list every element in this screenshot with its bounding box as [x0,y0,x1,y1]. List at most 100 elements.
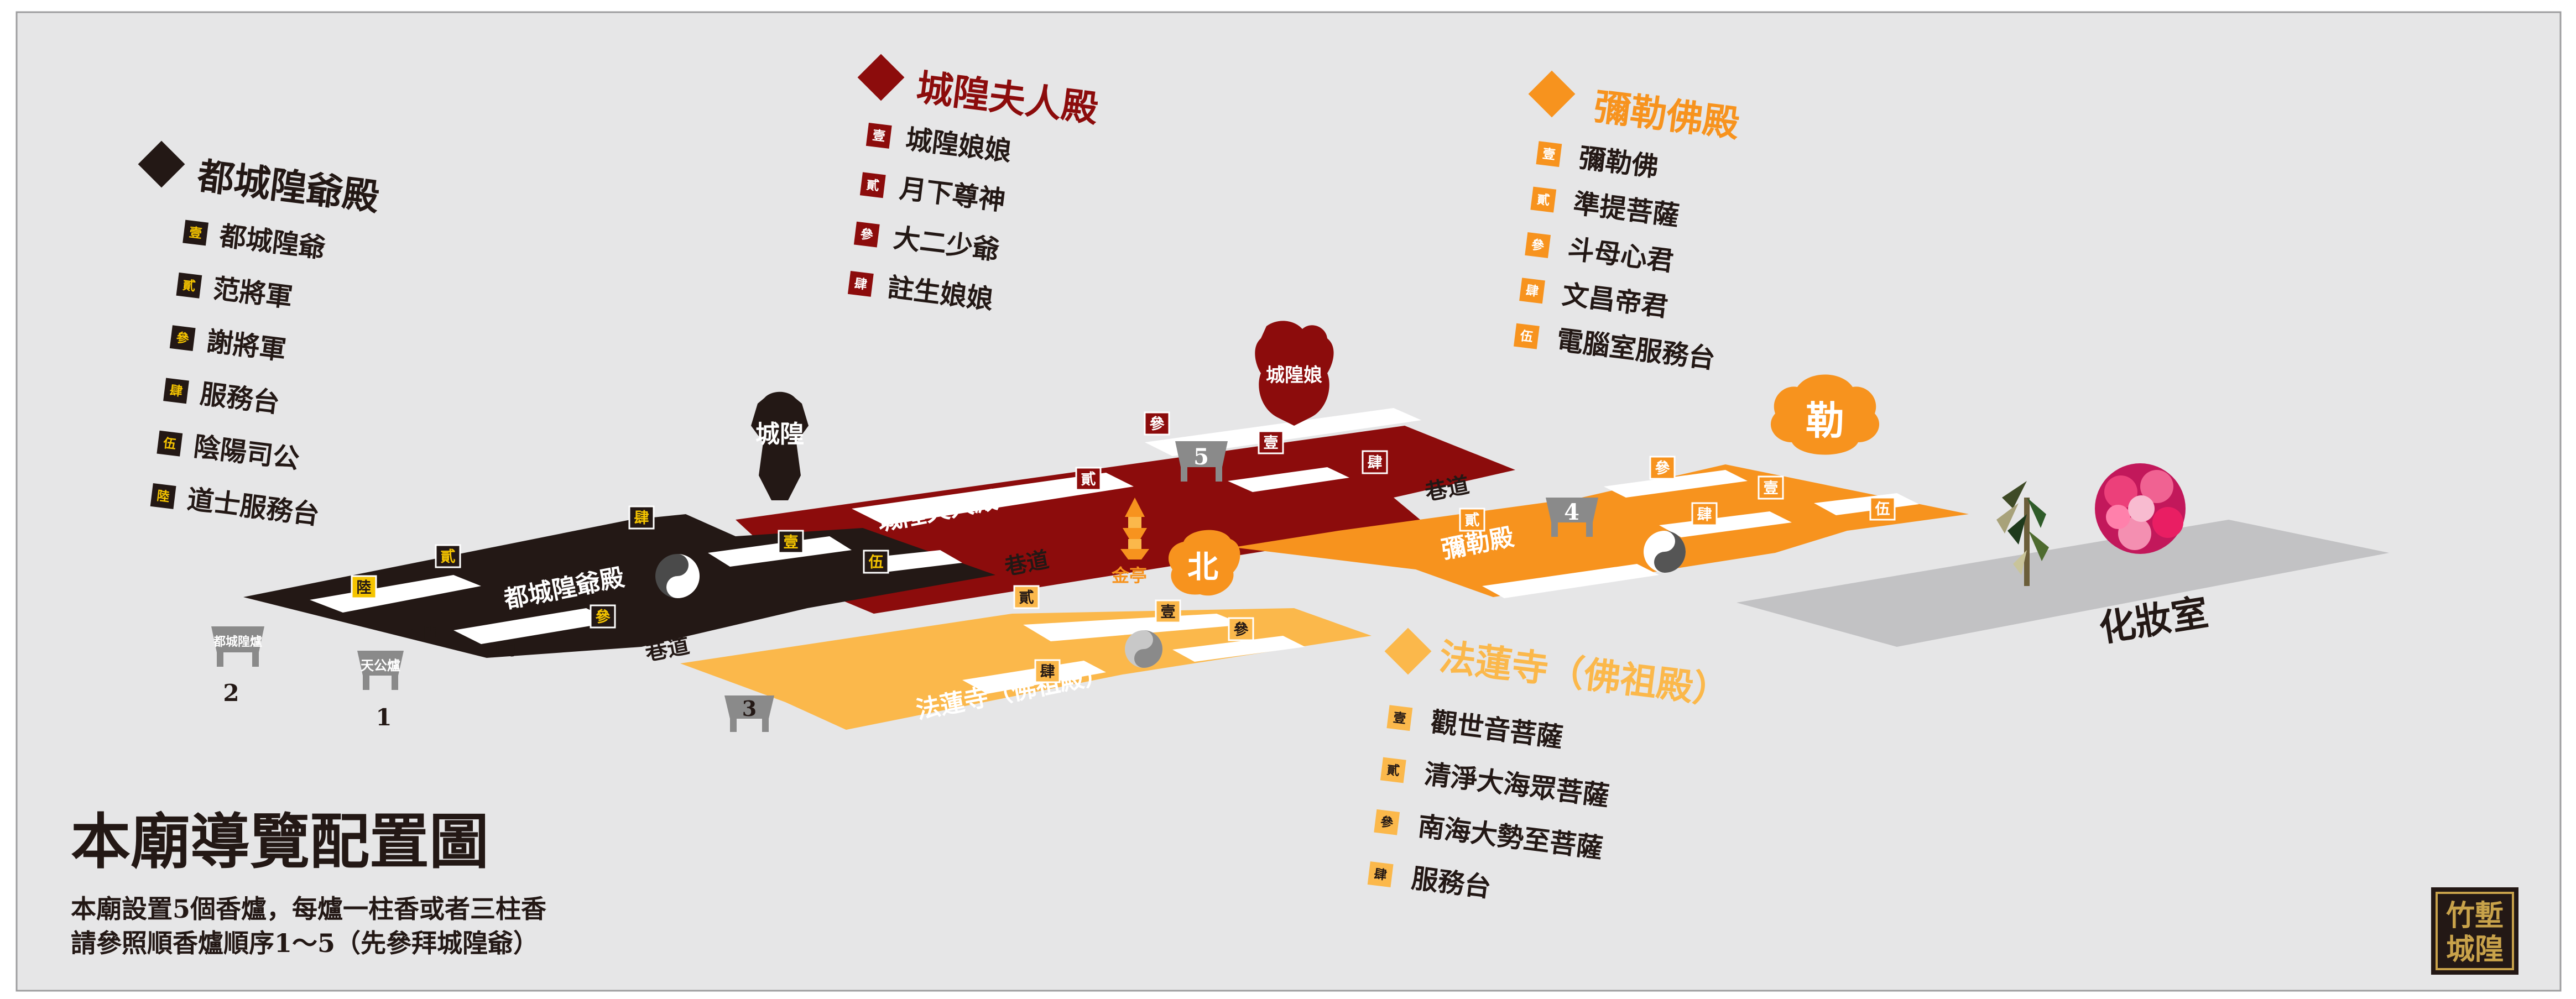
temple-logo-seal: 竹塹 城隍 [2431,887,2518,975]
tag: 參 [1228,617,1254,641]
city-god-hall-inner-3 [453,608,614,644]
legend-num: 壹 [1393,710,1407,726]
tag-num: 貳 [1465,512,1480,529]
legend-num-box [1536,141,1562,168]
tag: 伍 [863,550,889,574]
tag-num: 貳 [1019,589,1034,606]
tag-num: 肆 [1040,663,1055,681]
falian-temple-inner-1 [1023,614,1244,641]
dressing-room-shape [1737,520,2389,647]
maitreya-hall-inner-1 [1482,564,1659,598]
incense-urn-icon: 5 [1175,441,1228,482]
maitreya-hall-inner-2 [1604,470,1748,498]
tag: 壹 [778,530,804,554]
tag-num: 壹 [1161,604,1176,621]
logo-text: 竹塹 [2446,899,2504,933]
legend-num: 參 [1531,237,1546,254]
flower-icon [2095,463,2186,554]
legend-num-box [1386,705,1413,731]
tag: 參 [1144,411,1170,436]
legend-num-box [157,430,183,457]
side-gate-label: 側門 [486,642,515,659]
note-line: 本廟設置5個香爐，每爐一柱香或者三柱香 [71,894,546,924]
tag: 肆 [1362,450,1388,474]
tag-num: 貳 [441,548,456,566]
city-god-hall-tags: 陸 貳 肆 壹 伍 參 [351,505,889,629]
lady-hall-inner-1 [852,473,1134,525]
legend-num: 肆 [169,383,183,400]
legend-num: 貳 [182,278,196,294]
urn-number: 3 [742,696,757,721]
legend-num: 肆 [1525,283,1539,300]
page-title: 本廟導覽配置圖 [71,807,489,877]
taiji-icon [1644,531,1686,573]
tag: 肆 [628,505,655,530]
urn-number: 5 [1193,444,1209,470]
tag: 參 [590,604,616,629]
lady-hall-inner-3 [1228,467,1349,492]
legend-num-box [169,325,196,352]
incense-urn-icon: 天公爐 1 [357,651,404,731]
tag: 陸 [351,575,377,599]
tag-num: 參 [1234,621,1249,639]
tag: 伍 [1869,496,1896,521]
bamboo-icon [1996,481,2049,586]
tag: 肆 [1034,659,1061,683]
city-god-emblem-text: 城隍 [755,420,804,448]
legend-num: 參 [1380,814,1395,831]
legend-num: 參 [859,227,874,243]
falian-emblem-icon: 北 [1168,530,1240,596]
legend-num: 壹 [872,128,886,144]
legend-num-box [176,272,202,299]
tag-num: 貳 [1081,471,1096,488]
map-frame [15,11,2562,992]
legend-num-box [865,123,892,149]
falian-diamond-icon [1384,627,1432,675]
legend-num: 參 [175,330,190,347]
falian-temple-tags: 貳 壹 參 肆 [1013,585,1254,683]
falian-temple-floor: 法蓮寺（佛祖殿） [680,608,1372,730]
falian-emblem-text: 北 [1187,549,1218,585]
maitreya-emblem-text: 勒 [1806,397,1844,443]
falian-temple-inner-3 [1172,636,1305,662]
tag: 壹 [1155,599,1181,624]
legend-num: 肆 [1373,866,1388,883]
legend-num-box [859,172,886,198]
tag-num: 伍 [1875,501,1890,518]
lady-hall-tags: 參 貳 壹 肆 [1075,411,1388,491]
urn-label: 天公爐 [361,657,400,673]
legend-item: 壹 城隍娘娘 [865,123,1013,168]
legend-num-box [1374,809,1400,835]
maitreya-hall-tags: 參 貳 壹 伍 肆 [1459,456,1896,532]
legend-num-box [1530,186,1557,213]
city-god-diamond-icon [138,140,185,188]
urn-number: 2 [223,679,239,707]
tag: 參 [1649,456,1676,480]
legend-num-box [853,221,880,248]
urn-label: 都城隍爐 [213,635,262,649]
tag-num: 肆 [634,510,649,527]
incense-urn-icon: 都城隍爐 2 [211,626,264,707]
maitreya-emblem-icon: 勒 [1770,374,1880,455]
urn-number: 4 [1564,499,1579,525]
urn-number: 1 [376,704,392,731]
legend-num-box [163,378,189,404]
tag-num: 陸 [357,579,372,597]
tag: 肆 [1691,502,1718,526]
tag: 貳 [1013,585,1040,609]
legend-num: 伍 [1519,328,1534,345]
taiji-icon [655,554,700,598]
city-god-emblem-icon: 城隍 [751,391,809,500]
maitreya-hall-shape [1233,464,1969,597]
tag-num: 壹 [1264,435,1279,452]
tag: 貳 [435,544,461,568]
legend-num: 陸 [156,488,170,505]
legend-num-box [182,219,209,246]
legend-num: 貳 [1386,762,1400,779]
legend-num: 伍 [163,436,177,452]
legend-num-box [1519,278,1545,304]
tag: 壹 [1758,475,1784,500]
legend-num-box [847,271,874,297]
city-god-hall-inner-1 [310,575,481,613]
